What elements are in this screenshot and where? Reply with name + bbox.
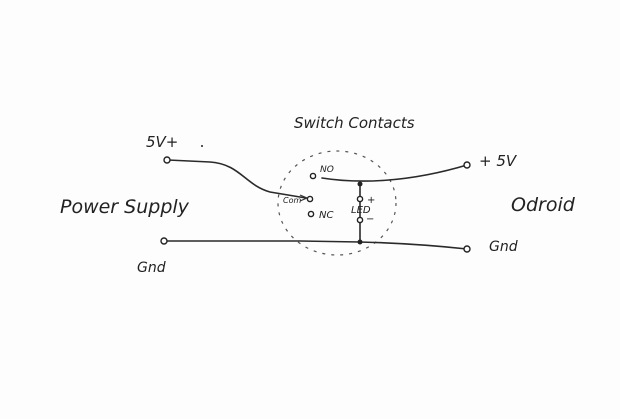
label-led-plus: + (367, 195, 375, 206)
wire-gnd (163, 240, 468, 250)
label-gnd-left: Gnd (137, 260, 166, 276)
node-5v-out (463, 161, 471, 169)
label-odroid: Odroid (511, 194, 576, 216)
label-led-minus: − (366, 214, 374, 225)
label-5v-in: 5V+ (146, 133, 178, 151)
junction-bottom (357, 239, 363, 245)
label-com: Com (283, 196, 301, 205)
node-5v-in (163, 156, 171, 164)
label-led: LED (351, 205, 371, 216)
label-switch-contacts: Switch Contacts (294, 114, 415, 132)
node-led-plus (356, 195, 364, 203)
switch-boundary (277, 150, 397, 256)
node-nc (307, 210, 315, 218)
ink-mark (201, 145, 203, 147)
label-power-supply: Power Supply (60, 196, 190, 218)
node-com (306, 195, 314, 203)
node-gnd-left (160, 237, 168, 245)
node-led-minus (356, 216, 364, 224)
node-no (309, 172, 317, 180)
junction-top (357, 181, 363, 187)
label-gnd-right: Gnd (489, 239, 518, 255)
wire-5v-in (167, 159, 307, 199)
label-5v-out: + 5V (479, 152, 518, 170)
label-no: NO (320, 165, 334, 175)
node-gnd-right (463, 245, 471, 253)
label-nc: NC (319, 210, 333, 221)
wire-no-to-5v (321, 164, 468, 182)
